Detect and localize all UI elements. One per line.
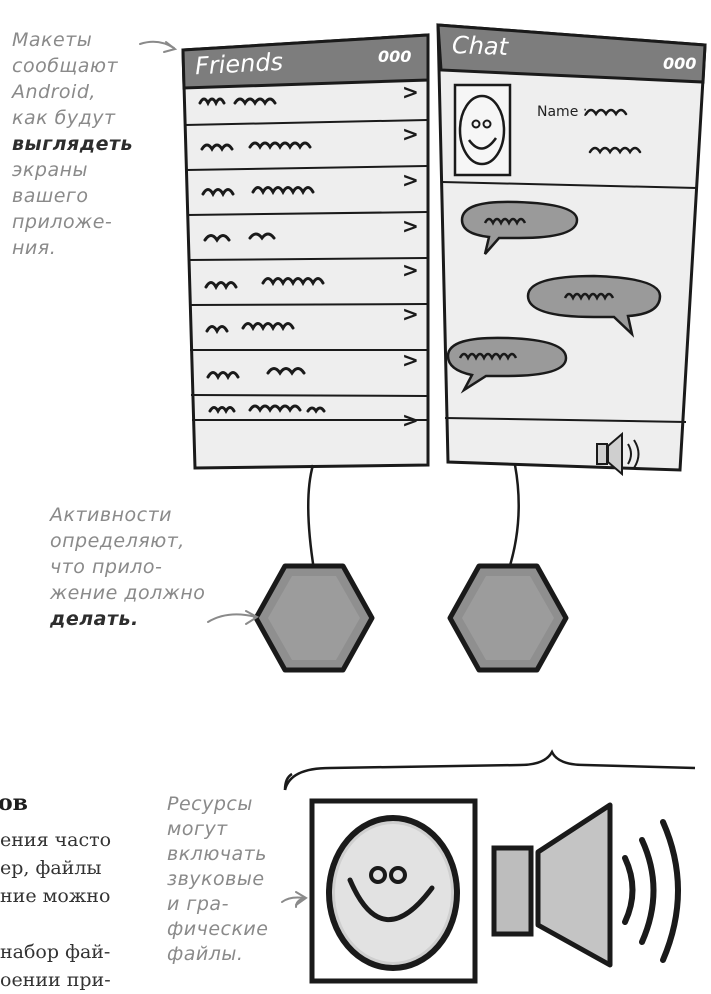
activities-annotation: Активности определяют, что прило- жение … (50, 502, 205, 632)
annotation-line: вашего (12, 185, 89, 207)
chat-menu-icon: 000 (663, 54, 697, 73)
annotation-line: могут (167, 818, 228, 840)
annotation-arrows (139, 40, 308, 908)
chevron-right-icon: > (402, 80, 419, 104)
chat-title: Chat (451, 31, 509, 61)
activity-2-hexagon (447, 563, 569, 673)
chat-title-bar (436, 23, 707, 84)
chevron-right-icon: > (402, 168, 419, 192)
annotation-line: включать (167, 843, 267, 865)
annotation-line: звуковые (167, 868, 265, 890)
annotation-emphasis: делать. (50, 608, 139, 630)
sound-resource (491, 802, 681, 968)
chat-name-label: Name : (537, 104, 588, 120)
chevron-right-icon: > (402, 214, 419, 238)
layouts-annotation: Макеты сообщают Android, как будут выгля… (12, 27, 133, 261)
book-line: ер, файлы (0, 857, 102, 879)
activity-1-hexagon (253, 563, 375, 673)
annotation-line: файлы. (167, 943, 244, 965)
annotation-line: Ресурсы (167, 793, 253, 815)
chat-bubbles (446, 200, 662, 394)
book-line: оении при- (0, 969, 111, 991)
resources-annotation: Ресурсы могут включать звуковые и гра- ф… (167, 792, 268, 967)
curly-brace (283, 749, 696, 791)
book-line: ения часто (0, 829, 112, 851)
annotation-line: и гра- (167, 893, 229, 915)
annotation-line: Макеты (12, 29, 93, 51)
book-paragraph: ения часто ер, файлы ние можно набор фай… (0, 826, 111, 994)
chat-avatar (453, 83, 512, 177)
annotation-line: сообщают (12, 55, 119, 77)
image-resource (309, 798, 478, 984)
section-heading: ов (0, 790, 28, 816)
chevron-right-icon: > (402, 348, 419, 372)
chevron-right-icon: > (402, 408, 419, 432)
friends-connector (306, 464, 316, 571)
annotation-line: Android, (12, 81, 96, 103)
book-line: набор фай- (0, 941, 111, 963)
annotation-line: Активности (50, 504, 172, 526)
annotation-line: экраны (12, 159, 89, 181)
chevron-right-icon: > (402, 302, 419, 326)
chevron-right-icon: > (402, 122, 419, 146)
annotation-line: фические (167, 918, 269, 940)
annotation-emphasis: выглядеть (12, 133, 134, 155)
annotation-line: ния. (12, 237, 57, 259)
book-line: ние можно (0, 885, 111, 907)
annotation-line: что прило- (50, 556, 163, 578)
annotation-line: приложе- (12, 211, 113, 233)
annotation-line: жение должно (50, 582, 206, 604)
friends-title-bar (181, 33, 430, 90)
friends-menu-icon: 000 (378, 47, 412, 66)
chevron-right-icon: > (402, 258, 419, 282)
speaker-icon (596, 431, 640, 477)
friends-title: Friends (194, 47, 284, 81)
friends-row-scribbles (198, 97, 326, 415)
annotation-line: определяют, (50, 530, 185, 552)
book-line (0, 910, 111, 938)
annotation-line: как будут (12, 107, 116, 129)
chat-connector (506, 464, 520, 573)
friends-screen (181, 33, 430, 470)
chat-screen (436, 23, 707, 477)
